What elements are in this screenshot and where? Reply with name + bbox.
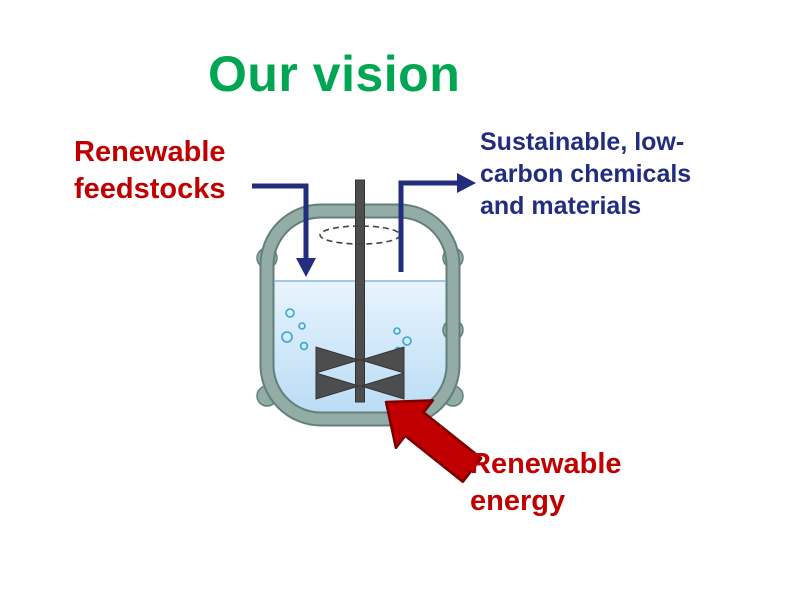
feedstocks-label: Renewable feedstocks <box>74 136 226 206</box>
stirrer-icon <box>315 179 405 403</box>
outlet-arrow-icon <box>398 173 476 272</box>
energy-arrow-icon <box>384 399 483 484</box>
stirrer-shaft <box>355 179 365 403</box>
inlet-arrow-icon <box>252 183 316 277</box>
impeller-blades <box>315 346 405 400</box>
page-title: Our vision <box>208 46 461 102</box>
energy-label: Renewable energy <box>470 448 622 518</box>
products-label: Sustainable, low- carbon chemicals and m… <box>480 128 692 220</box>
